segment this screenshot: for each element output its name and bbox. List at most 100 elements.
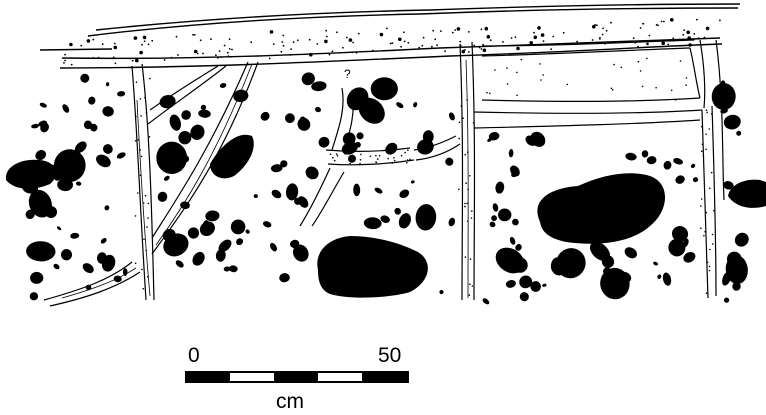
stipple-dot [466, 99, 468, 101]
stipple-dot [375, 155, 377, 157]
stipple-dot [210, 38, 212, 40]
clast [674, 174, 686, 186]
stipple-dot [533, 32, 535, 34]
stipple-dot [436, 44, 438, 46]
stipple-dot [489, 93, 491, 95]
clast [61, 103, 71, 114]
stipple-dot [400, 46, 402, 48]
stipple-dot [282, 35, 284, 37]
stipple-dot [464, 203, 466, 205]
stipple-dot [143, 202, 145, 204]
stipple-dot [612, 89, 614, 91]
stipple-dot [102, 43, 104, 45]
clast [245, 229, 251, 235]
stipple-dot [144, 40, 146, 42]
stipple-dot [444, 50, 446, 52]
stipple-dot [537, 26, 541, 30]
stipple-dot [352, 42, 354, 44]
clast [219, 82, 227, 89]
stipple-dot [706, 27, 710, 31]
clast [448, 111, 456, 121]
stipple-dot [550, 48, 552, 50]
stipple-dot [642, 86, 644, 88]
stipple-dot [464, 49, 466, 51]
stipple-dot [360, 154, 362, 156]
stipple-dot [506, 67, 508, 69]
stipple-dot [672, 37, 674, 39]
stipple-dot [141, 269, 143, 271]
stipple-dot [404, 152, 406, 154]
clast [508, 164, 522, 179]
scale-start-label: 0 [188, 344, 200, 367]
stipple-dot [135, 215, 137, 217]
stipple-dot [404, 41, 406, 43]
stipple-dot [606, 30, 608, 32]
stipple-dot [407, 149, 409, 151]
stipple-dot [468, 55, 470, 57]
stipple-dot [459, 41, 461, 43]
stipple-dot [398, 38, 402, 42]
stipple-dot [229, 48, 231, 50]
clast-lozenge [210, 135, 254, 179]
stipple-dot [688, 43, 692, 47]
stipple-dot [539, 63, 541, 65]
clast [317, 135, 331, 148]
stipple-dot [516, 47, 520, 51]
clast-right-edge [728, 180, 766, 208]
clast [197, 218, 218, 239]
stipple-dot [468, 31, 470, 33]
stipple-dot [701, 126, 703, 128]
stipple-dot [250, 41, 252, 43]
stipple-dot [610, 22, 612, 24]
stipple-dot [228, 55, 230, 57]
stipple-dot [192, 34, 194, 36]
stipple-dot [293, 41, 295, 43]
stipple-dot [507, 83, 509, 85]
stipple-dot [467, 220, 469, 222]
stipple-dot [431, 46, 433, 48]
stipple-dot [197, 53, 199, 55]
stipple-dot [592, 25, 596, 29]
stipple-dot [712, 243, 714, 245]
stipple-dot [473, 122, 475, 124]
stipple-dot [349, 38, 353, 42]
clast [87, 96, 96, 106]
stipple-dot [567, 84, 569, 86]
stipple-dot [469, 294, 471, 296]
stipple-dot [375, 161, 377, 163]
stipple-dot [390, 43, 392, 45]
stipple-dot [360, 159, 362, 161]
stipple-dot [661, 21, 663, 23]
clast [550, 243, 591, 284]
clast [314, 106, 322, 113]
stipple-dot [403, 31, 405, 33]
stipple-dot [640, 27, 642, 29]
stipple-dot [194, 50, 198, 54]
stipple-dot [521, 59, 523, 61]
stipple-dot [465, 182, 467, 184]
stipple-dot [649, 35, 651, 37]
stipple-dot [316, 43, 318, 45]
clast [711, 83, 736, 111]
clast [39, 102, 48, 109]
clast [447, 217, 456, 227]
stipple-dot [140, 98, 142, 100]
clast [444, 156, 455, 167]
stipple-dot [481, 29, 483, 31]
large-clast-center [317, 236, 428, 298]
clast [270, 188, 283, 200]
stipple-dot [407, 42, 409, 44]
stipple-dot [336, 153, 338, 155]
stipple-dot [273, 43, 275, 45]
clast [412, 101, 418, 107]
clast [672, 157, 684, 166]
clast [398, 188, 411, 200]
stipple-dot [670, 18, 674, 22]
stipple-dot [706, 292, 708, 294]
stipple-dot [464, 154, 466, 156]
stipple-dot [134, 36, 138, 40]
stipple-dot [470, 258, 472, 260]
stipple-dot [540, 79, 542, 81]
clast [722, 113, 742, 131]
stipple-dot [709, 266, 711, 268]
